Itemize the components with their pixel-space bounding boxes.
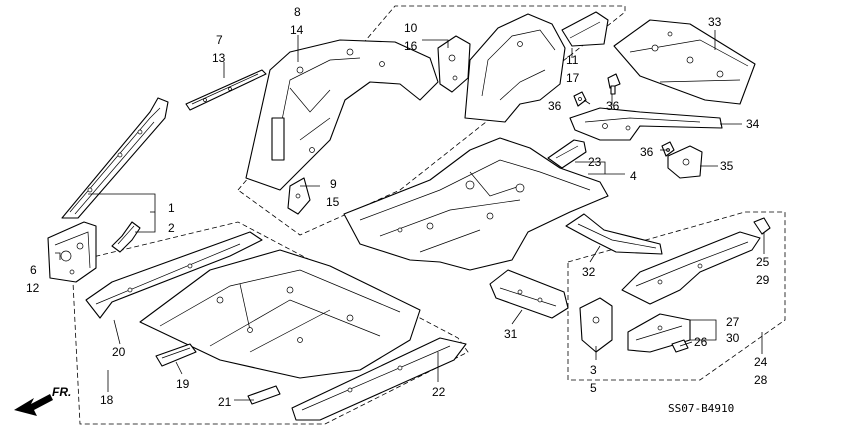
callout-15: 15 — [326, 195, 340, 209]
callout-36b: 36 — [606, 99, 620, 113]
callout-29: 29 — [756, 273, 770, 287]
callout-9: 9 — [330, 177, 337, 191]
callout-20: 20 — [112, 345, 126, 359]
part-wheel-house — [464, 13, 566, 123]
callout-14: 14 — [290, 23, 304, 37]
callout-30: 30 — [726, 331, 740, 345]
callout-28: 28 — [754, 373, 768, 387]
part-quarter-inner-panel — [245, 39, 439, 191]
part-rear-bracket — [437, 35, 471, 93]
callout-16: 16 — [404, 39, 418, 53]
callout-36a: 36 — [548, 99, 562, 113]
callout-35: 35 — [720, 159, 734, 173]
callout-27: 27 — [726, 315, 740, 329]
callout-22: 22 — [432, 385, 446, 399]
part-front-pillar — [61, 97, 169, 219]
group-outline-front-floor — [71, 221, 469, 425]
bolt-icon — [573, 91, 587, 107]
front-direction-arrow-icon — [14, 394, 53, 416]
callout-13: 13 — [212, 51, 226, 65]
group-outline-side-sill — [567, 211, 786, 381]
callout-8: 8 — [294, 5, 301, 19]
part-side-sill-rear — [621, 231, 761, 305]
callout-25: 25 — [756, 255, 770, 269]
callout-31: 31 — [504, 327, 518, 341]
callout-24: 24 — [754, 355, 768, 369]
part-small-bracket — [287, 177, 311, 215]
part-front-floor-pan — [139, 249, 421, 379]
group-outline-rear-body — [237, 5, 626, 236]
callout-4: 4 — [630, 169, 637, 183]
part-floor-bracket-19 — [155, 343, 197, 367]
callout-10: 10 — [404, 21, 418, 35]
callout-19: 19 — [176, 377, 190, 391]
callout-3: 3 — [590, 363, 597, 377]
callout-12: 12 — [26, 281, 40, 295]
part-floor-bracket-21 — [247, 385, 281, 405]
part-rear-frame — [569, 107, 723, 141]
part-side-member-left — [85, 231, 263, 319]
leader-lines — [55, 30, 765, 401]
callout-6: 6 — [30, 263, 37, 277]
callout-34: 34 — [746, 117, 760, 131]
part-pillar-bracket — [111, 221, 141, 253]
callout-23: 23 — [588, 155, 602, 169]
bolt-icon — [607, 73, 621, 95]
front-label: FR. — [52, 385, 71, 399]
part-cross-bracket — [547, 139, 587, 169]
part-rear-bracket-35 — [667, 145, 703, 179]
part-sill-bracket — [579, 297, 613, 353]
callout-18: 18 — [100, 393, 114, 407]
part-rear-side-frame — [565, 213, 663, 255]
part-pillar-base — [47, 221, 97, 283]
callout-11: 11 — [566, 53, 579, 67]
callout-17: 17 — [566, 71, 580, 85]
callout-5: 5 — [590, 381, 597, 395]
callout-32: 32 — [582, 265, 596, 279]
callout-21: 21 — [218, 395, 232, 409]
callout-labels: 1 2 6 12 7 13 8 14 9 15 10 16 11 17 33 3… — [26, 5, 770, 409]
callout-33: 33 — [708, 15, 722, 29]
callout-1: 1 — [168, 201, 175, 215]
callout-7: 7 — [216, 33, 223, 47]
callout-36c: 36 — [640, 145, 654, 159]
part-side-member-right — [291, 337, 467, 421]
callout-2: 2 — [168, 221, 175, 235]
part-rear-floor — [343, 137, 609, 271]
part-roof-rail-strip — [185, 69, 267, 111]
part-crossmember — [489, 269, 569, 319]
part-rear-shelf — [613, 19, 756, 105]
diagram-code: SS07-B4910 — [668, 402, 734, 415]
part-upper-gusset — [561, 11, 609, 47]
part-clip — [753, 217, 771, 235]
callout-26: 26 — [694, 335, 708, 349]
